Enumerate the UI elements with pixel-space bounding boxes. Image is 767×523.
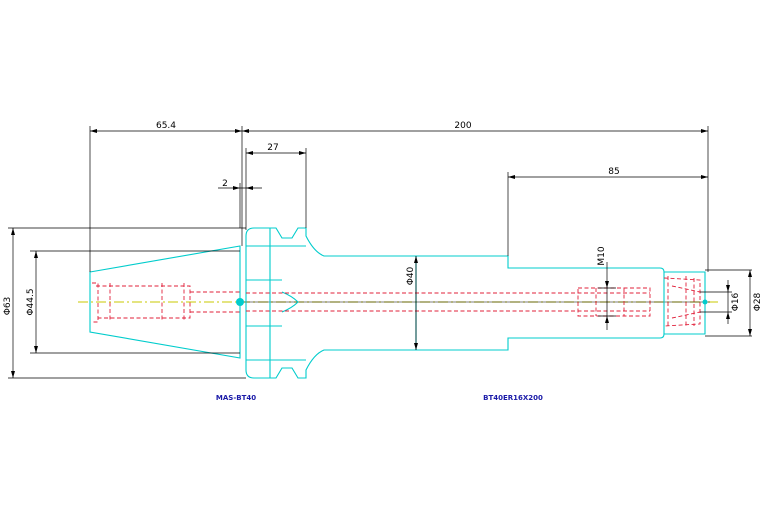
dim-65-4-text: 65.4 (156, 121, 176, 131)
dim-phi28: Φ28 (748, 270, 763, 336)
extension-lines (8, 126, 752, 379)
taper-hidden-bore (92, 282, 240, 323)
dim-phi16-text: Φ16 (731, 292, 741, 311)
dim-phi28-text: Φ28 (753, 292, 763, 311)
dim-2-text: 2 (222, 179, 228, 189)
dim-phi63: Φ63 (3, 228, 15, 378)
dim-phi40: Φ40 (406, 256, 418, 350)
dim-phi16: Φ16 (700, 280, 741, 324)
dim-85: 85 (508, 167, 708, 179)
origin-marker (236, 298, 244, 306)
label-bt40er16x200: BT40ER16X200 (483, 394, 543, 402)
dim-phi63-text: Φ63 (3, 297, 13, 316)
dim-27: 27 (246, 143, 306, 155)
dim-65-4: 65.4 (90, 121, 242, 133)
dim-phi44-5-text: Φ44.5 (26, 288, 36, 315)
dim-200: 200 (242, 121, 708, 133)
dim-200-text: 200 (454, 121, 471, 131)
end-marker (702, 299, 708, 305)
dim-m10: M10 (597, 246, 616, 330)
label-mas-bt40: MAS-BT40 (216, 394, 256, 402)
holder-hidden-bore (246, 276, 701, 328)
dim-2: 2 (218, 179, 262, 190)
dim-m10-text: M10 (597, 246, 607, 265)
dim-phi40-text: Φ40 (406, 266, 416, 285)
dim-27-text: 27 (267, 143, 278, 153)
flange-outline (245, 227, 706, 379)
dim-phi44-5: Φ44.5 (26, 251, 38, 353)
dim-85-text: 85 (608, 167, 619, 177)
taper-shank-outline (89, 245, 241, 359)
